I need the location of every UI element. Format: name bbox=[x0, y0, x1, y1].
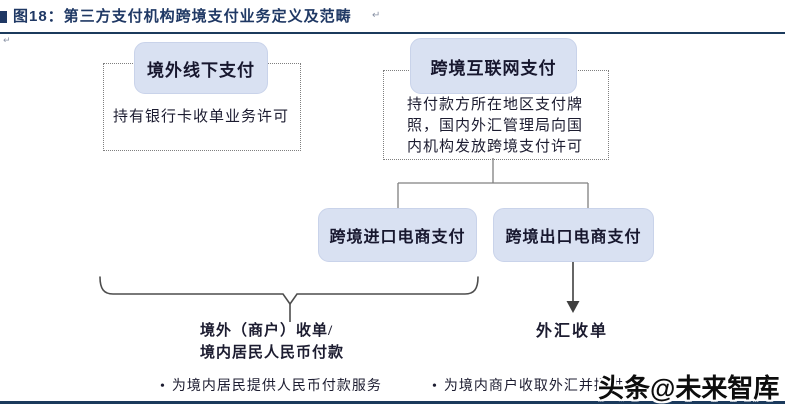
import-ecommerce-label: 跨境进口电商支付 bbox=[329, 229, 466, 246]
brace-caption-line2: 境内居民人民币付款 bbox=[200, 345, 345, 361]
internet-license-note-line1: 持付款方所在地区支付牌 bbox=[406, 97, 583, 113]
export-ecommerce-label: 跨境出口电商支付 bbox=[505, 229, 642, 246]
watermark: 头条@未来智库 bbox=[598, 373, 780, 403]
return-mark-icon: ↵ bbox=[372, 10, 381, 21]
bullet-left: • 为境内居民提供人民币付款服务 bbox=[160, 375, 382, 395]
down-arrow-head-icon bbox=[566, 301, 580, 313]
fx-acquiring-label: 外汇收单 bbox=[536, 323, 609, 340]
offline-payment-box: 境外线下支付 bbox=[134, 42, 268, 94]
offline-payment-label: 境外线下支付 bbox=[147, 60, 255, 80]
bottom-border bbox=[0, 401, 785, 404]
bullet-right: • 为境内商户收取外汇并提供 bbox=[432, 375, 624, 395]
internet-payment-box: 跨境互联网支付 bbox=[410, 38, 577, 94]
underbrace-icon bbox=[99, 276, 479, 306]
title-underline bbox=[0, 32, 785, 34]
offline-license-note: 持有银行卡收单业务许可 bbox=[112, 109, 289, 125]
bullet-marker-icon: • bbox=[432, 379, 438, 394]
brace-caption-line1: 境外（商户）收单/ bbox=[200, 323, 334, 339]
internet-license-note-line3: 内机构发放跨境支付许可 bbox=[406, 139, 583, 155]
return-mark-icon: ↵ bbox=[3, 36, 11, 46]
figure-title: 图18：第三方支付机构跨境支付业务定义及范畴 bbox=[13, 8, 352, 25]
import-ecommerce-box: 跨境进口电商支付 bbox=[318, 208, 477, 262]
export-ecommerce-box: 跨境出口电商支付 bbox=[493, 208, 654, 262]
bullet-left-text: 为境内居民提供人民币付款服务 bbox=[171, 379, 382, 394]
internet-license-note-line2: 照，国内外汇管理局向国 bbox=[406, 118, 583, 134]
internet-license-note: 持付款方所在地区支付牌 照，国内外汇管理局向国 内机构发放跨境支付许可 bbox=[383, 95, 607, 158]
brace-caption: 境外（商户）收单/ 境内居民人民币付款 bbox=[200, 320, 344, 364]
bullet-right-text: 为境内商户收取外汇并提供 bbox=[443, 379, 624, 394]
bullet-marker-icon: • bbox=[160, 379, 166, 394]
title-marker-square bbox=[0, 11, 7, 23]
internet-payment-label: 跨境互联网支付 bbox=[430, 58, 557, 78]
